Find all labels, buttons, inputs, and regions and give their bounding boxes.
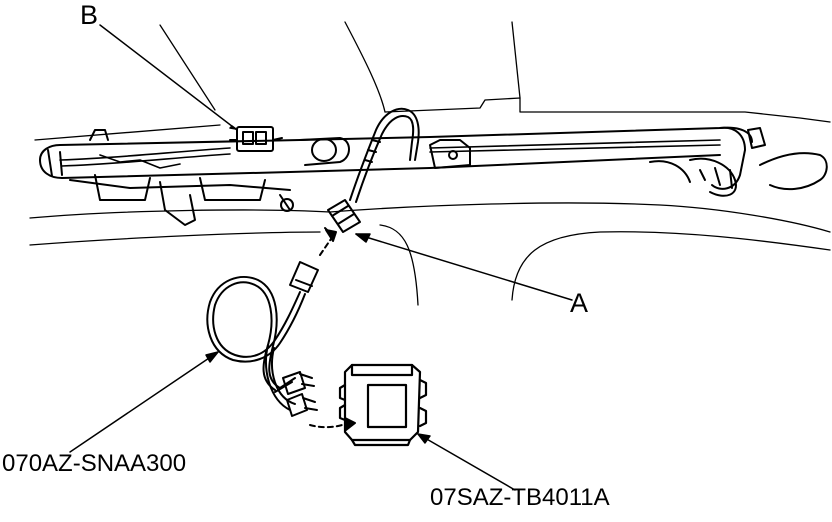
connection-arrows (309, 229, 356, 431)
callout-a: A (570, 288, 589, 318)
callout-harness-part-number: 070AZ-SNAA300 (2, 450, 187, 477)
leader-lines (69, 24, 573, 491)
rail-wiring (59, 139, 721, 169)
callout-unit-part-number: 07SAZ-TB4011A (430, 484, 610, 511)
trim-rail-assembly (39, 126, 828, 226)
callout-b: B (80, 0, 99, 30)
connector-b (229, 126, 283, 152)
adapter-harness (206, 261, 319, 411)
harness-end-connectors (282, 371, 318, 417)
vehicle-harness-lead (349, 107, 420, 203)
control-unit (338, 363, 428, 447)
body-panel-outlines (29, 21, 831, 306)
